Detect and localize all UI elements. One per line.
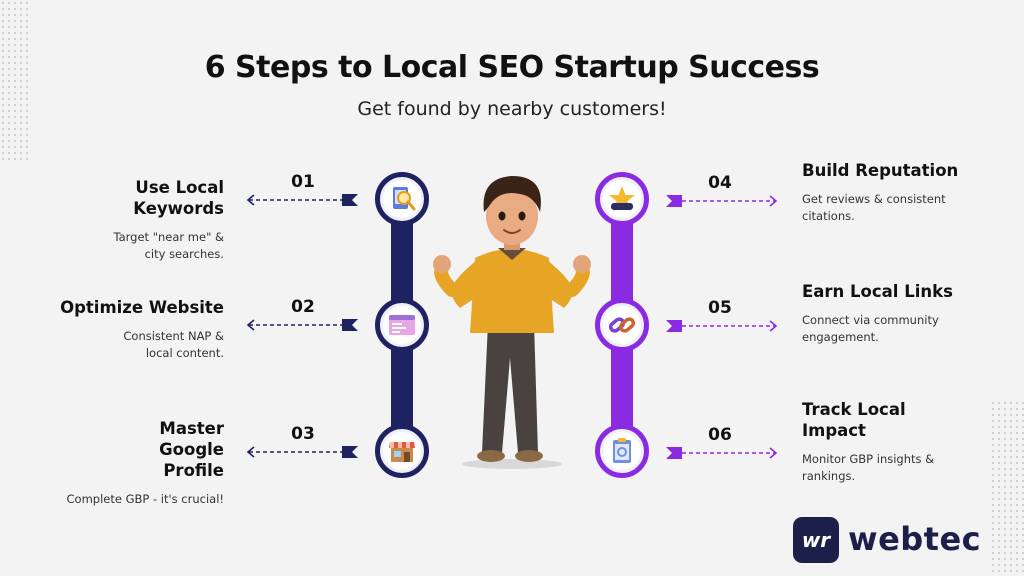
step-description: Consistent NAP & local content. <box>123 329 224 360</box>
page-title: 6 Steps to Local SEO Startup Success <box>204 50 820 85</box>
step-number: 02 <box>291 297 315 317</box>
connector-arrow <box>666 195 778 207</box>
chain-link-icon <box>608 317 636 333</box>
analytics-clipboard-icon <box>613 438 631 463</box>
step-06-text: Track Local Impact Monitor GBP insights … <box>802 399 1002 485</box>
step-number: 03 <box>291 424 315 444</box>
step-title: Optimize Website <box>60 298 224 317</box>
step-title: Earn Local Links <box>802 282 953 301</box>
browser-window-icon <box>389 315 415 335</box>
step-01-text: Use Local Keywords Target "near me" & ci… <box>44 177 224 263</box>
character-illustration <box>433 176 591 469</box>
storefront-icon <box>389 442 415 462</box>
step-04-text: Build Reputation Get reviews & consisten… <box>802 160 1002 225</box>
step-title: Track Local Impact <box>802 400 906 440</box>
dot-pattern-top-left <box>0 0 30 160</box>
step-02-text: Optimize Website Consistent NAP & local … <box>44 297 224 362</box>
step-number: 05 <box>708 298 732 318</box>
dot-pattern-bottom-right <box>990 400 1024 576</box>
step-05-node <box>595 298 649 352</box>
step-03-node <box>375 424 429 478</box>
step-02-node <box>375 298 429 352</box>
page-subtitle: Get found by nearby customers! <box>357 98 667 120</box>
connector-arrow <box>246 194 358 206</box>
step-number: 04 <box>708 173 732 193</box>
brand-mark-text: wr <box>801 528 831 552</box>
step-01-node <box>375 172 429 226</box>
step-number: 06 <box>708 425 732 445</box>
brand-logo-mark: wr <box>793 517 839 563</box>
step-description: Complete GBP - it's crucial! <box>66 492 225 506</box>
connector-arrow <box>666 447 778 459</box>
step-title: Build Reputation <box>802 161 959 180</box>
connector-arrow <box>246 319 358 331</box>
step-title: Use Local Keywords <box>133 178 224 218</box>
search-magnifier-icon <box>393 187 416 211</box>
connector-arrow <box>246 446 358 458</box>
brand-name: webtec <box>848 520 982 558</box>
step-description: Monitor GBP insights & rankings. <box>802 452 935 483</box>
step-description: Connect via community engagement. <box>802 313 939 344</box>
step-number: 01 <box>291 172 315 192</box>
step-05-text: Earn Local Links Connect via community e… <box>802 281 1002 346</box>
step-06-node <box>595 424 649 478</box>
step-description: Target "near me" & city searches. <box>113 230 224 261</box>
step-04-node <box>595 172 649 226</box>
step-description: Get reviews & consistent citations. <box>802 192 946 223</box>
step-title: Master Google Profile <box>159 419 224 480</box>
star-rating-icon <box>609 186 635 211</box>
connector-arrow <box>666 320 778 332</box>
step-03-text: Master Google Profile Complete GBP - it'… <box>44 418 225 508</box>
